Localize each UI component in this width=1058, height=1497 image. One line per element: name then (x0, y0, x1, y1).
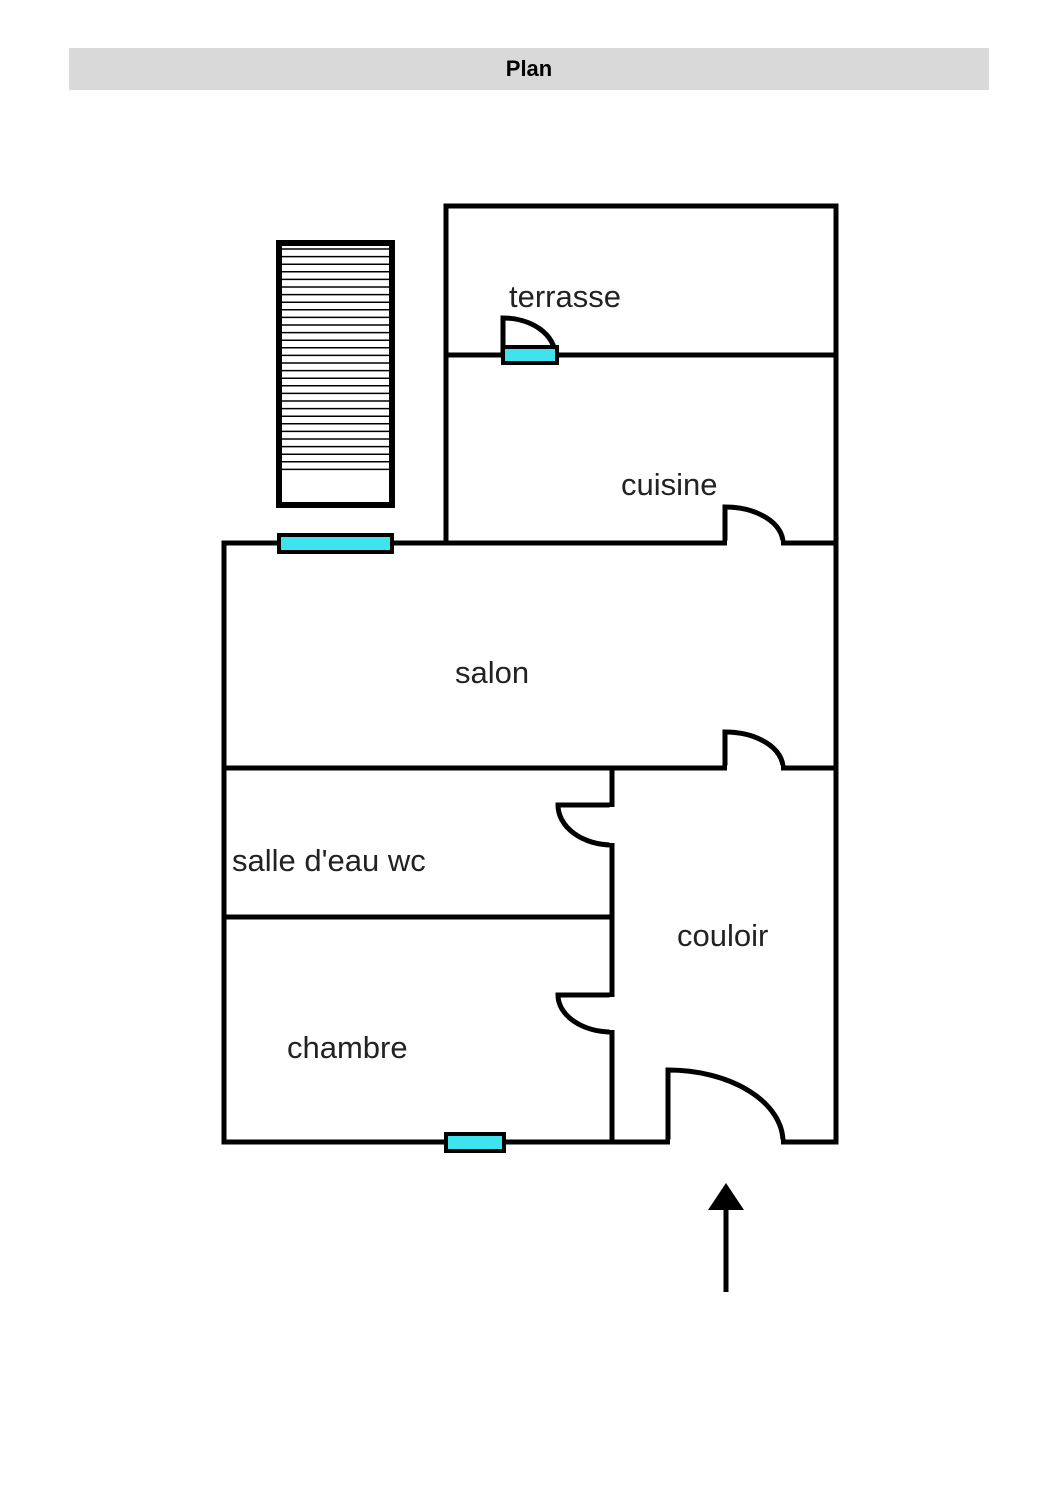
room-label-cuisine: cuisine (621, 467, 718, 502)
room-label-couloir: couloir (677, 918, 768, 953)
room-label-salle-eau: salle d'eau wc (232, 843, 426, 878)
room-label-salon: salon (455, 655, 529, 690)
door-cuisine (722, 504, 786, 546)
staircase (276, 240, 395, 508)
entrance-arrow-icon (708, 1183, 744, 1292)
window-terrasse (501, 345, 559, 365)
doors (500, 315, 786, 1145)
door-chambre (555, 992, 615, 1035)
room-label-chambre: chambre (287, 1030, 408, 1065)
door-entrance (665, 1067, 786, 1145)
door-salon (722, 729, 786, 771)
page-title: Plan (69, 48, 989, 90)
room-label-terrasse: terrasse (509, 279, 621, 314)
window-chambre (444, 1132, 506, 1153)
windows (277, 345, 559, 1153)
window-salon (277, 533, 394, 554)
wall-terrasse-cuisine (443, 203, 839, 546)
door-salle-eau (555, 802, 615, 848)
